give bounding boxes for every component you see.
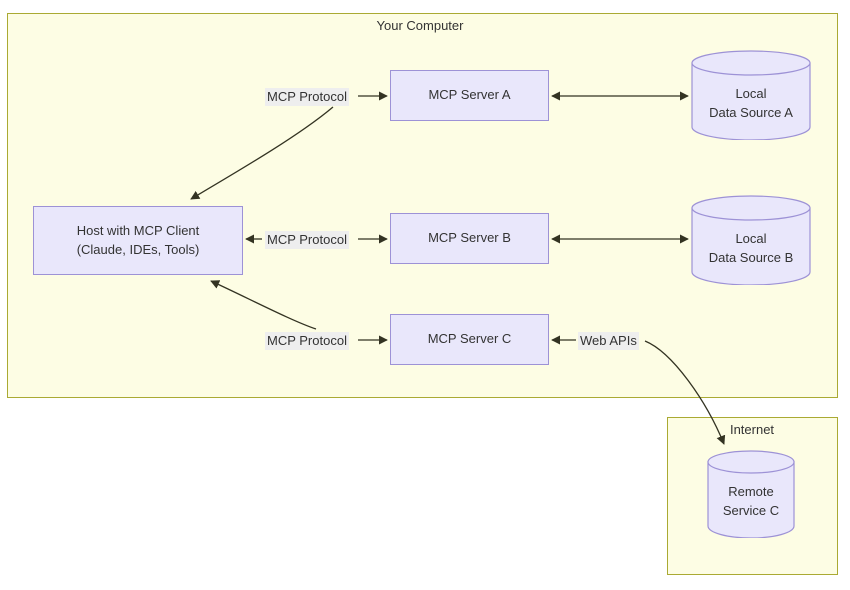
node-server-c-label: MCP Server C [427,331,512,347]
node-server-b-label: MCP Server B [428,230,511,246]
cylinder-shape-a [691,50,811,141]
node-server-a-label: MCP Server A [428,87,511,103]
edge-label-web-apis: Web APIs [578,332,639,351]
node-host-with-mcp-client[interactable]: Host with MCP Client (Claude, IDEs, Tool… [33,206,243,275]
edge-label-mcp-protocol-c: MCP Protocol [265,332,349,351]
node-host-line1: Host with MCP Client [76,222,200,238]
node-mcp-server-a[interactable]: MCP Server A [390,70,549,121]
edge-label-mcp-protocol-b: MCP Protocol [265,231,349,250]
group-internet-label: Internet [729,422,775,437]
node-mcp-server-c[interactable]: MCP Server C [390,314,549,365]
node-remote-service-c[interactable]: Remote Service C [707,450,795,539]
node-local-data-source-a[interactable]: Local Data Source A [691,50,811,141]
edge-label-mcp-protocol-a: MCP Protocol [265,88,349,107]
cylinder-shape-remote-c [707,450,795,539]
cylinder-shape-b [691,195,811,286]
node-local-data-source-b[interactable]: Local Data Source B [691,195,811,286]
node-mcp-server-b[interactable]: MCP Server B [390,213,549,264]
node-host-line2: (Claude, IDEs, Tools) [76,241,200,257]
group-your-computer-label: Your Computer [376,18,464,33]
